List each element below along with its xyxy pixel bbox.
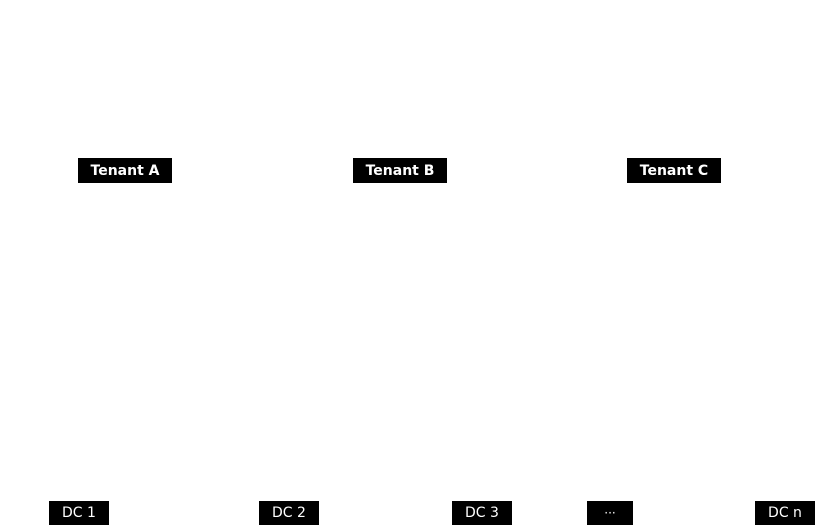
tenant-a-label: Tenant A — [78, 158, 172, 183]
dc-2-label: DC 2 — [259, 501, 319, 525]
dc-n-label: DC n — [755, 501, 815, 525]
dc-ellipsis-label: ··· — [587, 501, 633, 525]
tenant-b-label: Tenant B — [353, 158, 447, 183]
dc-1-label: DC 1 — [49, 501, 109, 525]
tenant-c-label: Tenant C — [627, 158, 721, 183]
dc-3-label: DC 3 — [452, 501, 512, 525]
